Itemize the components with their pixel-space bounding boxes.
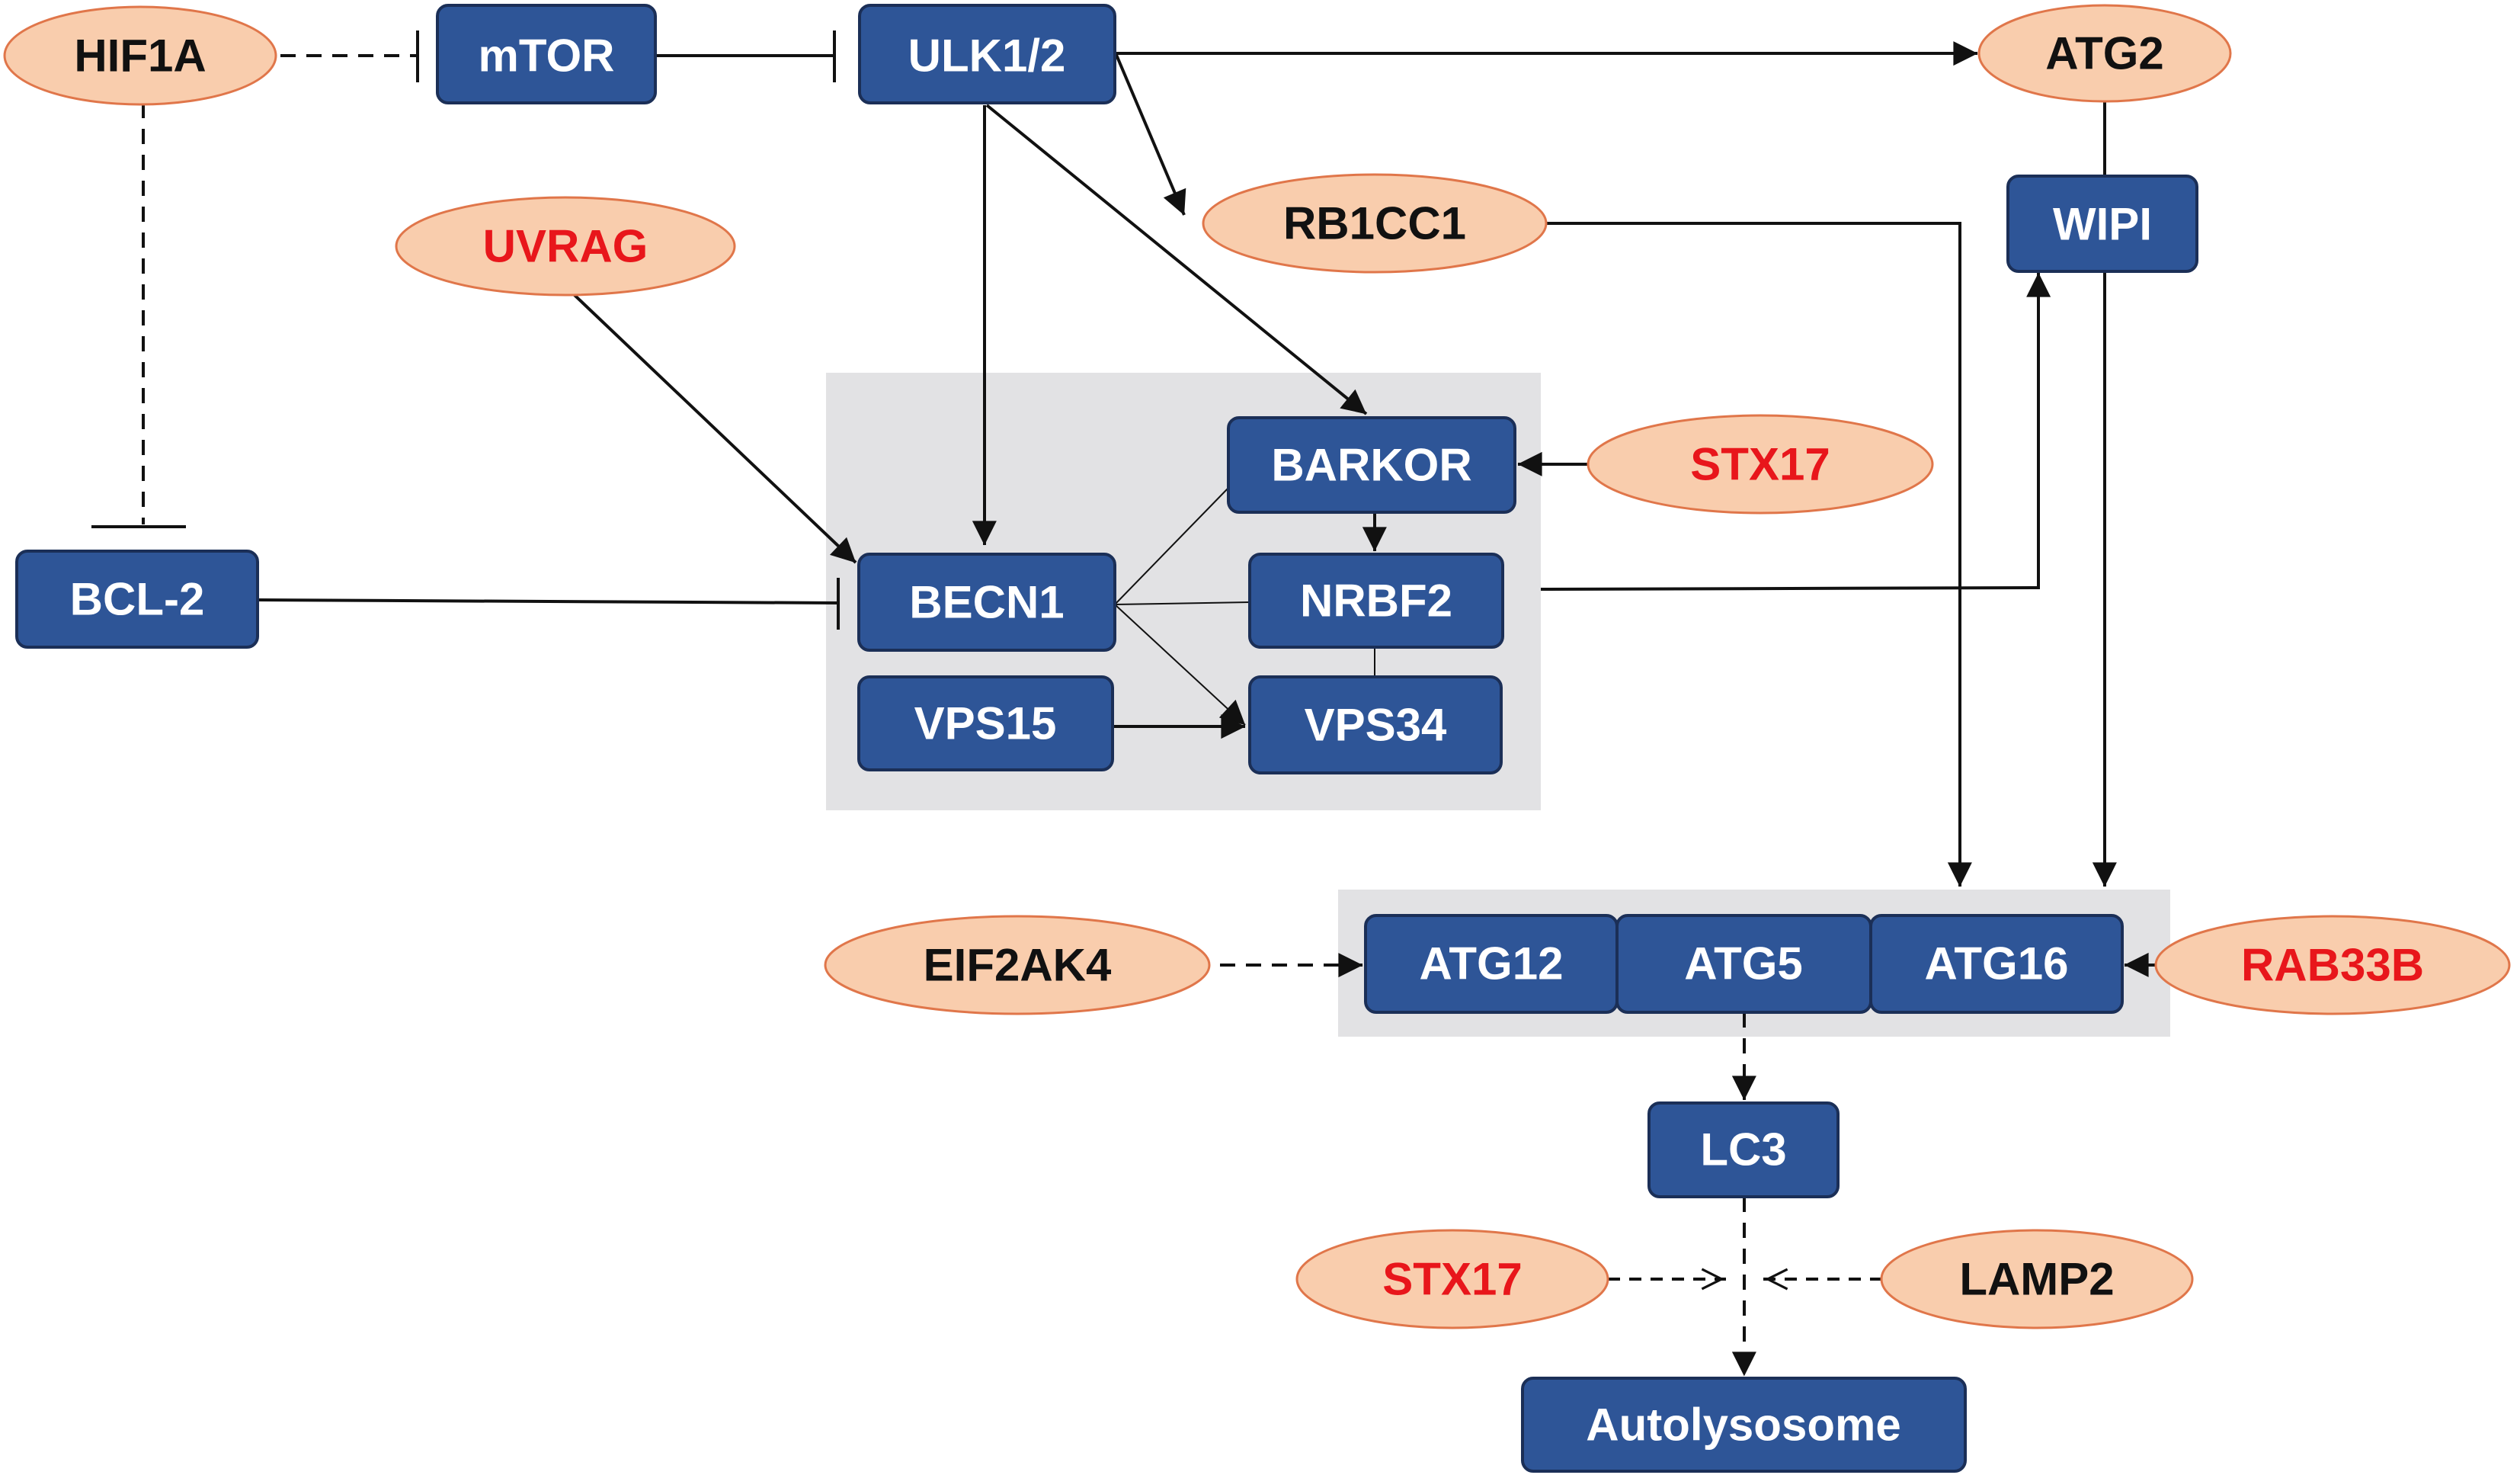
node-vps34: VPS34 [1248, 675, 1503, 774]
node-rb1cc1-label: RB1CC1 [1283, 198, 1466, 249]
node-stx17-bottom: STX17 [1295, 1229, 1609, 1329]
edge-ulk-barkor [985, 104, 1368, 415]
node-becn1-label: BECN1 [909, 577, 1064, 628]
node-atg12: ATG12 [1364, 914, 1619, 1014]
edge-rb1cc1-atg16 [1545, 222, 1972, 887]
node-eif2ak4-label: EIF2AK4 [924, 940, 1112, 991]
node-lamp2: LAMP2 [1880, 1229, 2194, 1329]
node-lc3-label: LC3 [1700, 1124, 1786, 1175]
oval-nodes: HIF1A ATG2 UVRAG RB1CC1 STX17 EIF2AK4 RA… [3, 4, 2511, 1329]
node-bcl2: BCL-2 [15, 550, 259, 649]
node-uvrag: UVRAG [395, 196, 736, 297]
node-stx17-top-label: STX17 [1690, 439, 1830, 490]
node-rab33b-label: RAB33B [2241, 940, 2424, 991]
node-uvrag-label: UVRAG [483, 221, 648, 272]
node-autolysosome: Autolysosome [1521, 1377, 1967, 1473]
node-stx17-top: STX17 [1587, 414, 1934, 515]
edge-uvrag-becn1 [561, 282, 857, 564]
edge-nrbf2-wipi [1540, 272, 2051, 591]
node-ulk-label: ULK1/2 [908, 30, 1066, 82]
node-nrbf2-label: NRBF2 [1300, 576, 1452, 627]
node-becn1: BECN1 [857, 553, 1116, 652]
node-hif1a: HIF1A [3, 5, 277, 106]
node-nrbf2: NRBF2 [1248, 553, 1504, 649]
node-ulk: ULK1/2 [858, 4, 1116, 104]
edge-ulk-rb1cc1 [1115, 54, 1186, 216]
node-atg5: ATG5 [1615, 914, 1872, 1014]
edge-becn1-vps34 [1114, 604, 1246, 726]
node-atg16-label: ATG16 [1925, 938, 2069, 989]
node-wipi: WIPI [2006, 175, 2198, 273]
node-hif1a-label: HIF1A [74, 30, 206, 82]
edge-becn1-barkor [1114, 487, 1229, 605]
node-mtor: mTOR [436, 4, 657, 104]
node-atg12-label: ATG12 [1420, 938, 1564, 989]
node-barkor-label: BARKOR [1271, 440, 1471, 491]
box-nodes: mTOR ULK1/2 WIPI BARKOR BCL-2 BECN1 NRBF… [15, 4, 2198, 1473]
node-vps15-label: VPS15 [914, 698, 1057, 749]
node-bcl2-label: BCL-2 [70, 574, 205, 625]
node-atg16: ATG16 [1869, 914, 2124, 1014]
node-rab33b: RAB33B [2154, 915, 2511, 1015]
node-atg2: ATG2 [1977, 4, 2232, 103]
edge-becn1-nrbf2 [1114, 601, 1250, 605]
node-barkor: BARKOR [1227, 416, 1516, 514]
node-atg2-label: ATG2 [2045, 28, 2164, 79]
edges [91, 30, 2163, 1377]
node-lc3: LC3 [1647, 1101, 1840, 1198]
node-mtor-label: mTOR [479, 30, 615, 82]
node-rb1cc1: RB1CC1 [1202, 173, 1548, 274]
node-atg5-label: ATG5 [1684, 938, 1803, 989]
node-stx17-bottom-label: STX17 [1382, 1254, 1522, 1305]
node-eif2ak4: EIF2AK4 [824, 915, 1211, 1015]
node-lamp2-label: LAMP2 [1959, 1254, 2114, 1305]
node-vps15: VPS15 [857, 675, 1114, 771]
edge-bcl2-becn1 [257, 598, 839, 604]
node-vps34-label: VPS34 [1305, 700, 1447, 751]
node-wipi-label: WIPI [2053, 199, 2152, 250]
node-autolysosome-label: Autolysosome [1586, 1400, 1900, 1451]
